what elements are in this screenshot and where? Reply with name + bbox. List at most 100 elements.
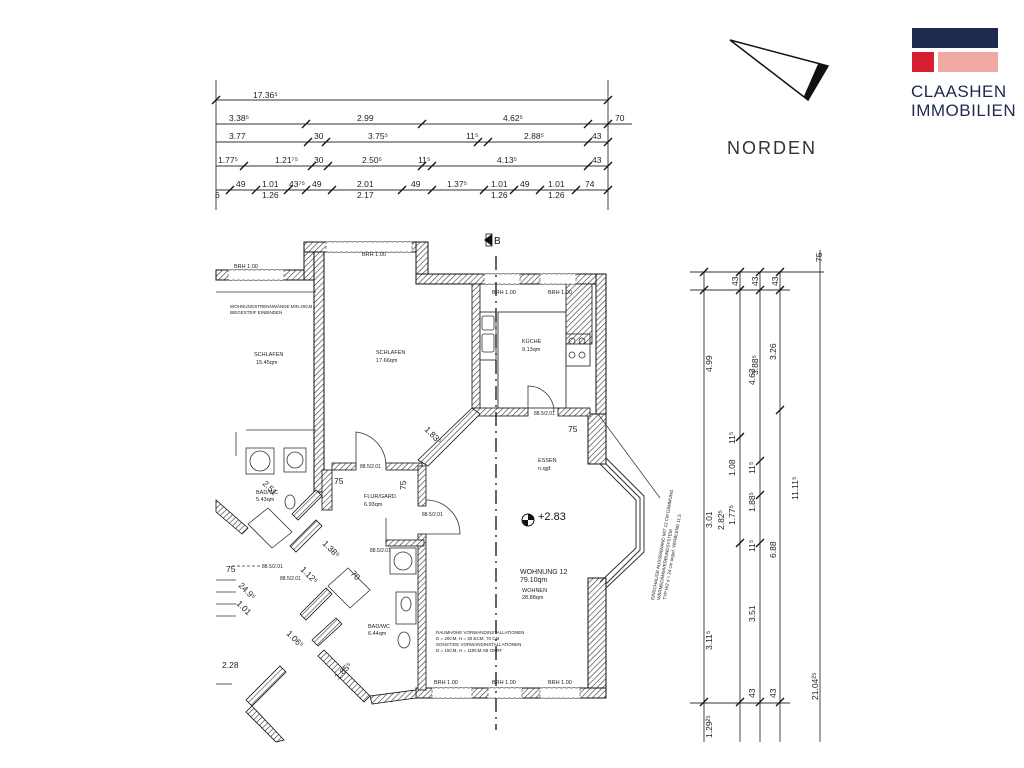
brh-label: BRH 1.00 <box>234 264 258 270</box>
note-wall-2: BIEGESTEIF EINBINDEN <box>230 310 282 315</box>
brand-logo-navy-bar <box>912 28 998 48</box>
note-install-4: D = 15CM, H = 119CM AB OKRF <box>436 648 502 653</box>
room-bad-left-area: 5.43qm <box>256 497 275 503</box>
dim-top-r3-a: 3.77 <box>229 131 246 141</box>
section-marker-label: B <box>494 236 501 247</box>
brh-label: BRH 1.00 <box>548 680 572 686</box>
top-dimension-lines <box>215 80 632 210</box>
door-label: 88.5/2.01 <box>422 512 443 518</box>
room-wohnen-name: WOHNEN <box>522 588 547 594</box>
dim-top-total: 17.36⁵ <box>253 90 278 100</box>
dim-top-r3-b: 30 <box>314 131 324 141</box>
dim-misc: 24.9⁵ <box>237 580 258 601</box>
dim-top-r3-c: 3.75⁵ <box>368 131 388 141</box>
note-install-1: RAUMHOHE VORWANDINSTALLATIONEN <box>436 630 524 635</box>
dim-right-688: 6.88 <box>768 541 778 558</box>
dim-right-463: 4.63 <box>747 368 757 385</box>
dim-right-43b: 43 <box>750 276 760 286</box>
section-marker-icon <box>484 233 493 247</box>
door-label: 88.5/2.01 <box>280 576 301 582</box>
dim-right-388: 3.88⁵ <box>750 355 760 375</box>
dim-top-r3-d: 11⁵ <box>466 131 478 141</box>
dim-top-r2-b: 2.99 <box>357 113 374 123</box>
door-label: 88.5/2.01 <box>534 411 555 417</box>
note-wall-1: WOHNUNGSTRENNWÄNDE MIN.20CM <box>230 303 313 309</box>
dim-right-129: 1.29²⁵ <box>704 715 714 738</box>
dim-right-282: 2.82⁵ <box>716 510 726 530</box>
dim-right-115b: 11⁵ <box>747 462 757 474</box>
dim-right-188: 1.88⁵ <box>747 492 757 512</box>
dim-top-r4-d: 2.50⁵ <box>362 155 382 165</box>
dim-top-r6-b: 1.26 <box>262 190 279 200</box>
dim-misc: 1.12⁵ <box>299 564 320 585</box>
dim-top-r4-b: 1.21⁷⁵ <box>275 155 298 165</box>
room-schlafen-left-area: 15.45qm <box>256 360 278 366</box>
brand-logo-pink-block <box>938 52 998 72</box>
dim-top-r5-a: 49 <box>236 179 246 189</box>
room-wohnen-area: 28.88qm <box>522 595 544 601</box>
room-essen-area: n.qgf. <box>538 466 552 472</box>
dim-top-r3-e: 2.88⁵ <box>524 131 544 141</box>
dim-right-301: 3.01 <box>704 511 714 528</box>
dim-top-r6-c: 2.17 <box>357 190 374 200</box>
room-kueche-area: 9.13qm <box>522 347 541 353</box>
dim-right-43e: 43 <box>768 688 778 698</box>
dim-top-r4-f: 4.13⁵ <box>497 155 517 165</box>
dim-top-r2-a: 3.38⁵ <box>229 113 249 123</box>
bathroom-fixtures <box>245 447 417 649</box>
dim-misc: 75 <box>334 476 344 486</box>
dim-right-115a: 11⁵ <box>727 432 737 444</box>
neighbour-stair-lines <box>216 291 316 685</box>
level-label: +2.83 <box>538 511 566 523</box>
dim-top-r5-d: 49 <box>312 179 322 189</box>
dim-misc: 1.06⁵ <box>285 628 306 649</box>
dim-top-r6-d: 1.26 <box>491 190 508 200</box>
apartment-name: WOHNUNG 12 <box>520 569 568 576</box>
room-flur-area: 6.93qm <box>364 502 383 508</box>
room-labels: SCHLAFEN 15.45qm SCHLAFEN 17.66qm KÜCHE … <box>254 338 557 637</box>
dim-right-1111: 11.11⁵ <box>790 476 800 500</box>
dim-right-311: 3.11⁵ <box>704 631 714 650</box>
dim-top-r5-c: 43⁷⁵ <box>289 179 305 189</box>
dim-right-43a: 43 <box>730 276 740 286</box>
dim-right-177: 1.77⁵ <box>727 505 737 525</box>
dim-top-r5-g: 1.37⁵ <box>447 179 467 189</box>
level-marker-icon <box>521 513 535 527</box>
top-dimension-texts: 17.36⁵ 3.38⁵ 2.99 4.62⁵ 70 3.77 30 3.75⁵… <box>215 90 625 200</box>
interior-walls <box>321 283 593 691</box>
door-label: 88.5/2.01 <box>360 464 381 470</box>
dim-top-r4-a: 1.77⁵ <box>218 155 238 165</box>
room-bad-area: 6.44qm <box>368 631 387 637</box>
dim-right-75: 75 <box>814 252 824 262</box>
room-schlafen-left-name: SCHLAFEN <box>254 352 283 358</box>
dim-misc: 75 <box>226 564 236 574</box>
north-label: NORDEN <box>727 138 818 158</box>
dim-top-r4-c: 30 <box>314 155 324 165</box>
brand-logo: CLAASHEN IMMOBILIEN <box>903 28 1017 120</box>
room-bad-name: BAD/WC <box>368 624 390 630</box>
brand-name-line2: IMMOBILIEN <box>911 101 1017 120</box>
note-install-2: D = 20CM, H = 30 ECM, 70 CM <box>436 636 500 641</box>
dim-top-r5-h: 1.01 <box>491 179 508 189</box>
brh-label: BRH 1.00 <box>492 290 516 296</box>
brh-label: BRH 1.00 <box>492 680 516 686</box>
dim-right-108: 1.08 <box>727 459 737 476</box>
dim-right-43c: 43 <box>770 276 780 286</box>
neighbour-walls <box>215 489 417 743</box>
dim-top-r4-g: 43 <box>592 155 602 165</box>
kitchen-stove-icon <box>568 337 586 359</box>
dim-top-r3-f: 43 <box>592 131 602 141</box>
brand-logo-color-blocks <box>912 52 1013 72</box>
brand-name-line1: CLAASHEN <box>911 82 1007 101</box>
dim-misc: 75 <box>398 480 408 490</box>
room-bad-left-name: BAD/WC <box>256 490 278 496</box>
room-kueche-name: KÜCHE <box>522 338 542 345</box>
door-label: 88.5/2.01 <box>370 548 391 554</box>
dim-right-499: 4.99 <box>704 355 714 372</box>
dim-right-115c: 11⁵ <box>747 540 757 552</box>
brh-label: BRH 1.00 <box>548 290 572 296</box>
room-flur-name: FLUR/GARD. <box>364 494 398 500</box>
room-schlafen-name: SCHLAFEN <box>376 350 405 356</box>
door-labels: 88.5/2.01 88.5/2.01 88.5/2.01 88.5/2.01 … <box>262 411 555 582</box>
